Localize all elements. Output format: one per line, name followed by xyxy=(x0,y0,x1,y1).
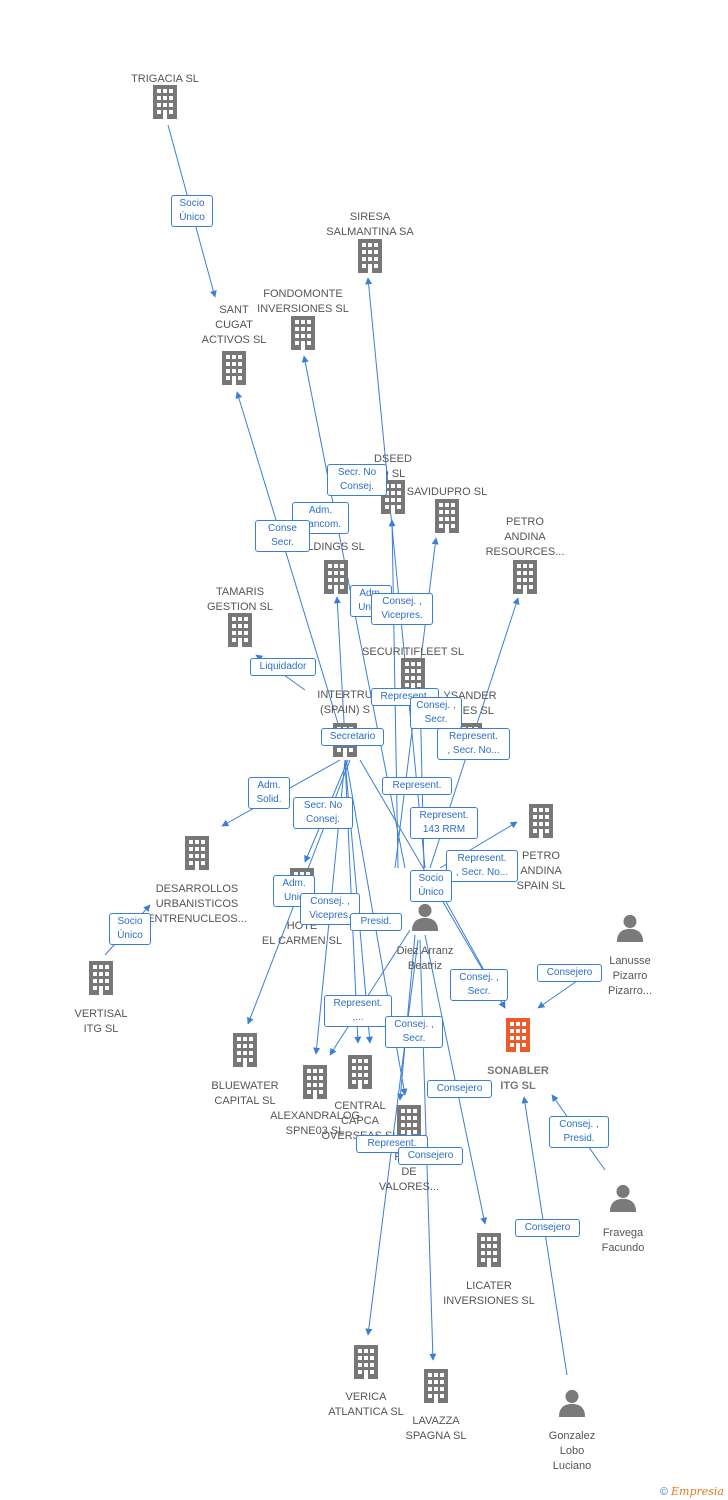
node-label-gonzalez[interactable]: Gonzalez Lobo Luciano xyxy=(548,1430,596,1472)
relation-badge-r4[interactable]: Conse Secr. xyxy=(255,520,310,552)
relation-badge-r13[interactable]: Secr. No Consej. xyxy=(293,797,353,829)
relation-badge-r14[interactable]: Represent. xyxy=(382,777,452,795)
copyright-icon: © xyxy=(659,1486,668,1498)
node-label-intertrust[interactable]: INTERTRU (SPAIN) S xyxy=(317,689,373,716)
building-icon-verica[interactable] xyxy=(354,1345,378,1379)
relation-badge-r16[interactable]: Represent. , Secr. No... xyxy=(446,850,518,882)
building-icon-bluewater[interactable] xyxy=(233,1033,257,1067)
node-label-holdings[interactable]: LDINGS SL xyxy=(307,541,365,553)
relation-badge-r3[interactable]: Adm. Mancom. xyxy=(292,502,349,534)
relation-badge-r23[interactable]: Consej. , Secr. xyxy=(450,969,508,1001)
building-icon-securitifleet[interactable] xyxy=(401,658,425,692)
brand-logo[interactable]: Empresia xyxy=(671,1485,724,1498)
node-label-sonabler[interactable]: SONABLER ITG SL xyxy=(487,1065,549,1092)
node-label-savidupro[interactable]: SAVIDUPRO SL xyxy=(406,486,488,498)
building-icon-vertisal[interactable] xyxy=(89,961,113,995)
node-label-securitifleet[interactable]: SECURITIFLEET SL xyxy=(362,646,464,658)
edge-4 xyxy=(235,391,341,731)
relation-badge-r10[interactable]: Secretario xyxy=(321,728,384,746)
building-icon-petroandres[interactable] xyxy=(513,560,537,594)
footer: © Empresia xyxy=(660,1485,724,1498)
relation-badge-r28[interactable]: Consejero xyxy=(398,1147,463,1165)
building-icon-holdings[interactable] xyxy=(324,560,348,594)
building-icon-siresa[interactable] xyxy=(358,239,382,273)
relation-badge-r2[interactable]: Secr. No Consej. xyxy=(327,464,387,496)
node-label-verica[interactable]: VERICA ATLANTICA SL xyxy=(328,1391,404,1418)
edge-8 xyxy=(333,596,346,741)
node-label-desarrollos[interactable]: DESARROLLOS URBANISTICOS ENTRENUCLEOS... xyxy=(147,883,247,925)
relation-badge-r15[interactable]: Represent. 143 RRM xyxy=(410,807,478,839)
edge-2 xyxy=(365,277,426,869)
relation-badge-r24[interactable]: Consej. , Secr. xyxy=(385,1016,443,1048)
node-label-hotel[interactable]: HOTE EL CARMEN SL xyxy=(261,920,343,947)
node-label-alexandralog[interactable]: ALEXANDRALOG SPNE03 SL xyxy=(270,1110,360,1137)
building-icon-trigacia[interactable] xyxy=(153,85,177,119)
building-icon-petrospain[interactable] xyxy=(529,804,553,838)
node-label-petrospain[interactable]: PETRO ANDINA SPAIN SL xyxy=(516,850,566,892)
relation-badge-r18[interactable]: Socio Único xyxy=(410,870,452,902)
relation-badge-r1[interactable]: Socio Único xyxy=(171,195,213,227)
person-icon-diez[interactable] xyxy=(411,903,439,931)
person-icon-lanusse[interactable] xyxy=(616,914,644,942)
node-label-santcugat[interactable]: SANT CUGAT ACTIVOS SL xyxy=(201,304,267,346)
building-icon-central[interactable] xyxy=(348,1055,372,1089)
relation-badge-r30[interactable]: Consejero xyxy=(515,1219,580,1237)
person-icon-fravega[interactable] xyxy=(609,1184,637,1212)
relation-badge-r25[interactable]: Consejero xyxy=(537,964,602,982)
relation-badge-r11[interactable]: Represent. , Secr. No... xyxy=(437,728,510,760)
edge-20 xyxy=(329,929,411,1056)
node-label-fondomonte[interactable]: FONDOMONTE INVERSIONES SL xyxy=(257,288,349,315)
relation-badge-r6[interactable]: Consej. , Vicepres. xyxy=(371,593,433,625)
building-icon-lavazza[interactable] xyxy=(424,1369,448,1403)
node-label-petroandres[interactable]: PETRO ANDINA RESOURCES... xyxy=(485,516,565,558)
node-label-lanusse[interactable]: Lanusse Pizarro Pizarro... xyxy=(607,955,653,997)
relation-badge-r9[interactable]: Consej. , Secr. xyxy=(410,697,462,729)
building-icon-alexandralog[interactable] xyxy=(303,1065,327,1099)
relation-badge-r26[interactable]: Consejero xyxy=(427,1080,492,1098)
relation-badge-r7[interactable]: Liquidador xyxy=(250,658,316,676)
node-label-siresa[interactable]: SIRESA SALMANTINA SA xyxy=(326,211,414,238)
edge-23 xyxy=(424,934,488,1225)
relation-badge-r20[interactable]: Presid. xyxy=(350,913,402,931)
building-icon-savidupro[interactable] xyxy=(435,499,459,533)
relation-badge-r21[interactable]: Socio Único xyxy=(109,913,151,945)
relation-badge-r12[interactable]: Adm. Solid. xyxy=(248,777,290,809)
node-label-diez[interactable]: Diez Arranz Beatriz xyxy=(396,945,454,972)
building-icon-valores[interactable] xyxy=(397,1105,421,1139)
node-icons xyxy=(89,85,644,1417)
node-label-bluewater[interactable]: BLUEWATER CAPITAL SL xyxy=(211,1080,279,1107)
building-icon-sonabler[interactable] xyxy=(506,1018,530,1052)
node-label-fravega[interactable]: Fravega Facundo xyxy=(601,1227,645,1254)
node-label-licater[interactable]: LICATER INVERSIONES SL xyxy=(443,1280,535,1307)
building-icon-desarrollos[interactable] xyxy=(185,836,209,870)
building-icon-licater[interactable] xyxy=(477,1233,501,1267)
node-label-trigacia[interactable]: TRIGACIA SL xyxy=(131,73,199,85)
relation-badge-r29[interactable]: Consej. , Presid. xyxy=(549,1116,609,1148)
person-icon-gonzalez[interactable] xyxy=(558,1389,586,1417)
building-icon-fondomonte[interactable] xyxy=(291,316,315,350)
node-label-lavazza[interactable]: LAVAZZA SPAGNA SL xyxy=(405,1415,467,1442)
node-label-tamaris[interactable]: TAMARIS GESTION SL xyxy=(206,586,274,613)
relation-badge-r22[interactable]: Represent. ,... xyxy=(324,995,392,1027)
building-icon-santcugat[interactable] xyxy=(222,351,246,385)
node-label-vertisal[interactable]: VERTISAL ITG SL xyxy=(74,1008,128,1035)
building-icon-tamaris[interactable] xyxy=(228,613,252,647)
